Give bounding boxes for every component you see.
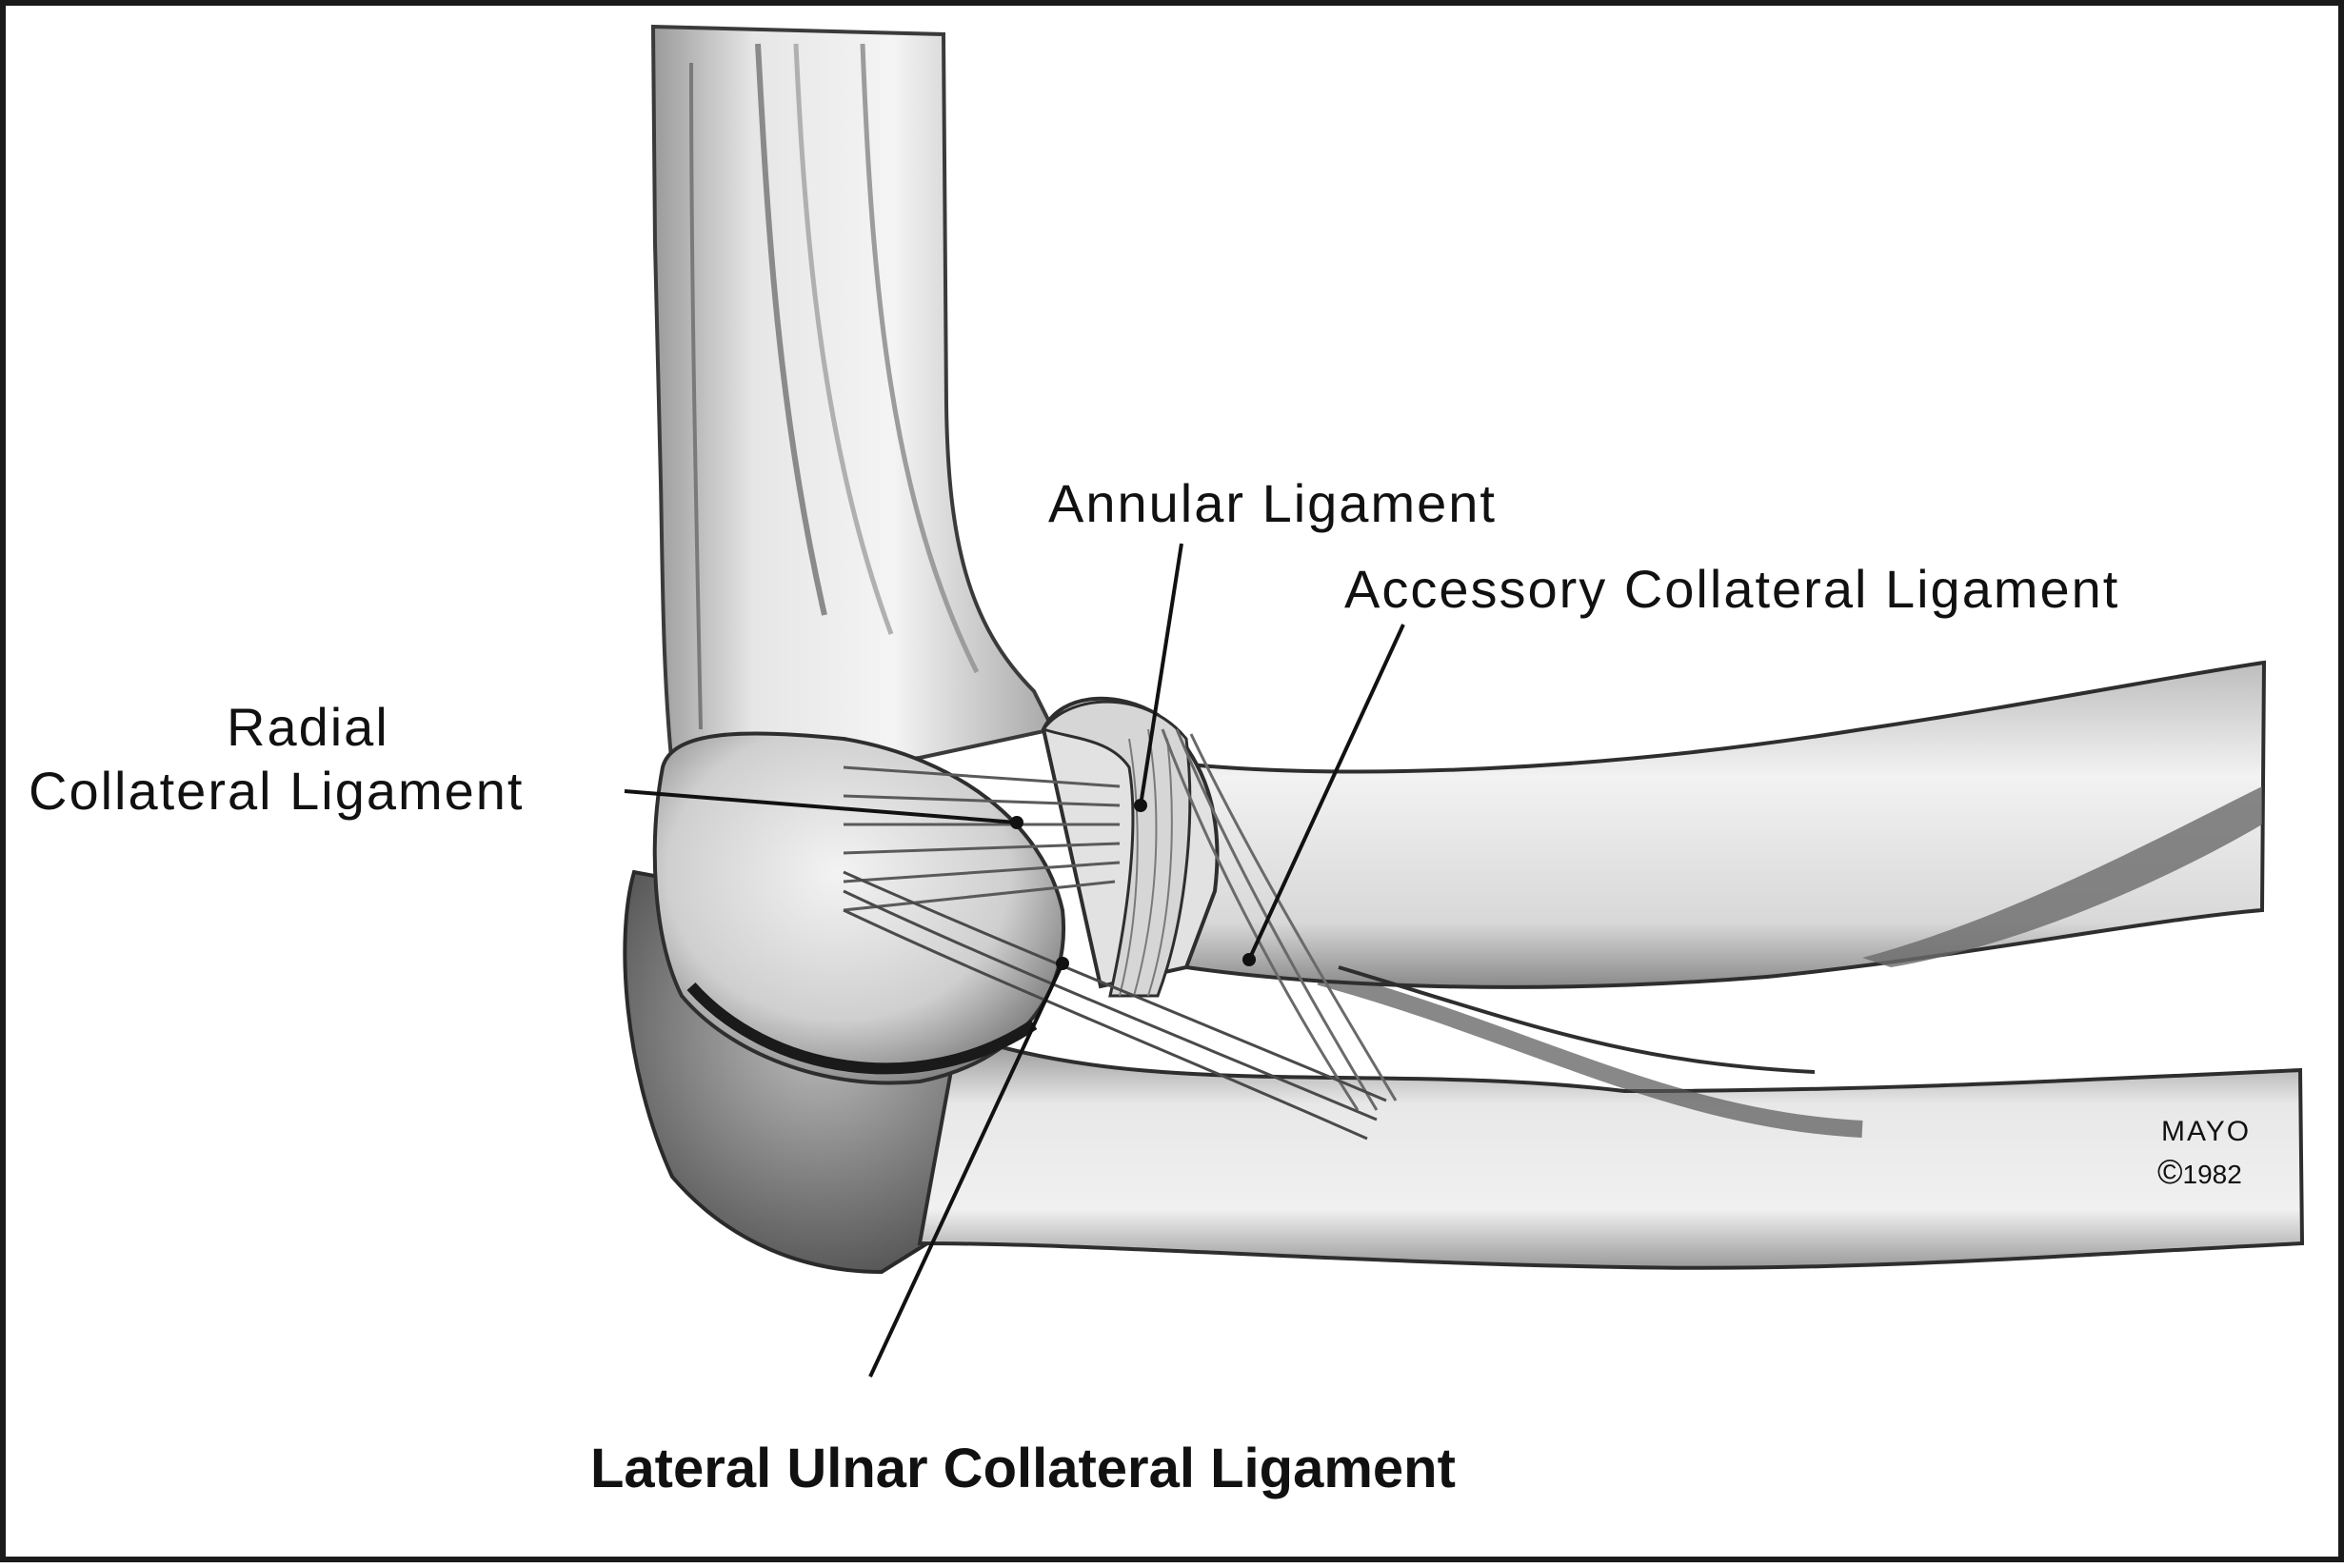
accessory-collateral-ligament-label: Accessory Collateral Ligament [1344, 559, 2120, 619]
leader-accessory [1247, 624, 1405, 961]
radius-shaft [1126, 660, 2267, 989]
signature-year: 1982 [2182, 1160, 2242, 1189]
accessory-collateral-fibers [1161, 728, 1398, 1111]
lateral-ulnar-collateral-ligament-label: Lateral Ulnar Collateral Ligament [590, 1438, 1456, 1499]
radial-collateral-fibers [843, 765, 1121, 912]
radial-collateral-ligament-label-line2: Collateral Ligament [29, 761, 525, 821]
leader-lines [624, 543, 1405, 1378]
leader-annular [1139, 543, 1183, 806]
copyright-symbol: © [2157, 1152, 2183, 1191]
leader-lateral [868, 963, 1064, 1378]
elbow-illustration [623, 24, 2305, 1378]
annular-ligament-label: Annular Ligament [1048, 473, 1497, 533]
radial-collateral-ligament-label-line1: Radial [227, 697, 389, 757]
signature-copyright: ©1982 [2157, 1155, 2242, 1189]
ulna-shaft [917, 1031, 2305, 1270]
leader-radial [624, 789, 1018, 824]
lateral-ulnar-fibers [843, 870, 1387, 1141]
humerus-shaft [650, 24, 1056, 780]
signature-name: MAYO [2161, 1116, 2252, 1147]
